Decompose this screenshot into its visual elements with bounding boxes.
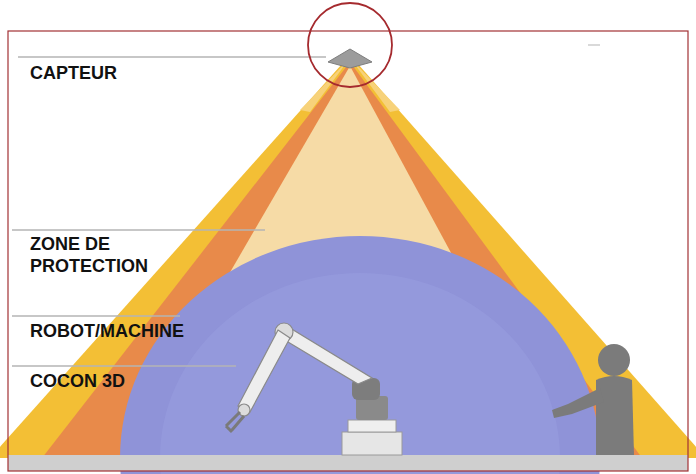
cocoon-dome xyxy=(120,236,600,474)
sensor-device xyxy=(328,49,372,68)
cocoon-dome-shade xyxy=(160,273,560,474)
robot-base xyxy=(342,432,402,455)
person-head xyxy=(598,344,630,376)
leader-line xyxy=(18,56,326,58)
leader-line xyxy=(12,315,180,317)
leader-line xyxy=(12,365,236,367)
part-label: ZONE DE PROTECTION xyxy=(30,233,180,277)
part-label: CAPTEUR xyxy=(30,62,117,84)
ground-bar xyxy=(8,455,688,471)
robot-base xyxy=(348,420,396,432)
part-label: COCON 3D xyxy=(30,370,125,392)
person-arm xyxy=(552,388,604,418)
mark-dash xyxy=(588,44,600,46)
highlight-circle xyxy=(308,3,392,87)
robot-gripper xyxy=(226,412,244,432)
part-label: ROBOT/MACHINE xyxy=(30,320,184,342)
person-body xyxy=(596,376,634,455)
leader-line xyxy=(12,229,265,231)
robot-arm xyxy=(238,330,290,412)
frame-border xyxy=(8,31,688,471)
